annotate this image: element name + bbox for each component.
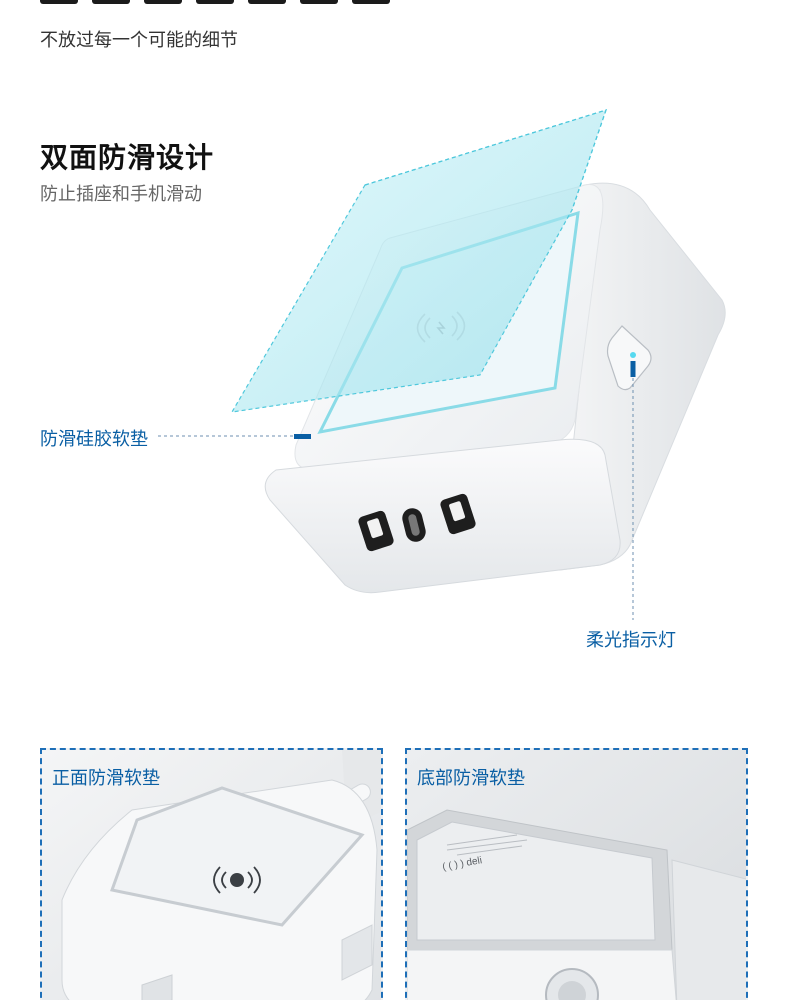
top-pad-inner	[317, 210, 580, 435]
wireless-symbol-top	[416, 311, 466, 343]
feature-subtitle: 防止插座和手机滑动	[40, 184, 202, 204]
side-button	[606, 325, 652, 391]
bottom-pad-label: 底部防滑软垫	[417, 768, 525, 788]
bottom-pad-photo: ( ( ) ) deli	[407, 750, 746, 1000]
product-hero-illustration	[158, 109, 726, 620]
front-pad-label: 正面防滑软垫	[52, 768, 160, 788]
glass-pad-sheet	[230, 109, 607, 413]
cube-front	[264, 438, 621, 594]
section-subtitle: 不放过每一个可能的细节	[40, 30, 238, 50]
cube-side	[559, 182, 726, 571]
front-pad-panel: 正面防滑软垫	[40, 748, 383, 1000]
front-pad-square	[110, 786, 365, 927]
usb-a-port-right	[440, 493, 476, 535]
bottom-pad-panel: 底部防滑软垫 ( ( ) ) deli	[405, 748, 748, 1000]
pad-marker	[294, 434, 311, 439]
usb-c-port	[402, 508, 426, 542]
indicator-light	[630, 352, 636, 358]
feature-title: 双面防滑设计	[40, 142, 215, 173]
callout-indicator-light: 柔光指示灯	[586, 630, 676, 650]
previous-heading-fragment	[40, 0, 460, 4]
callout-silicone-pad: 防滑硅胶软垫	[40, 429, 148, 449]
wireless-charging-icon	[213, 866, 261, 894]
usb-a-port-left	[358, 510, 394, 552]
cube-top	[294, 184, 604, 471]
front-pad-photo	[42, 750, 381, 1000]
